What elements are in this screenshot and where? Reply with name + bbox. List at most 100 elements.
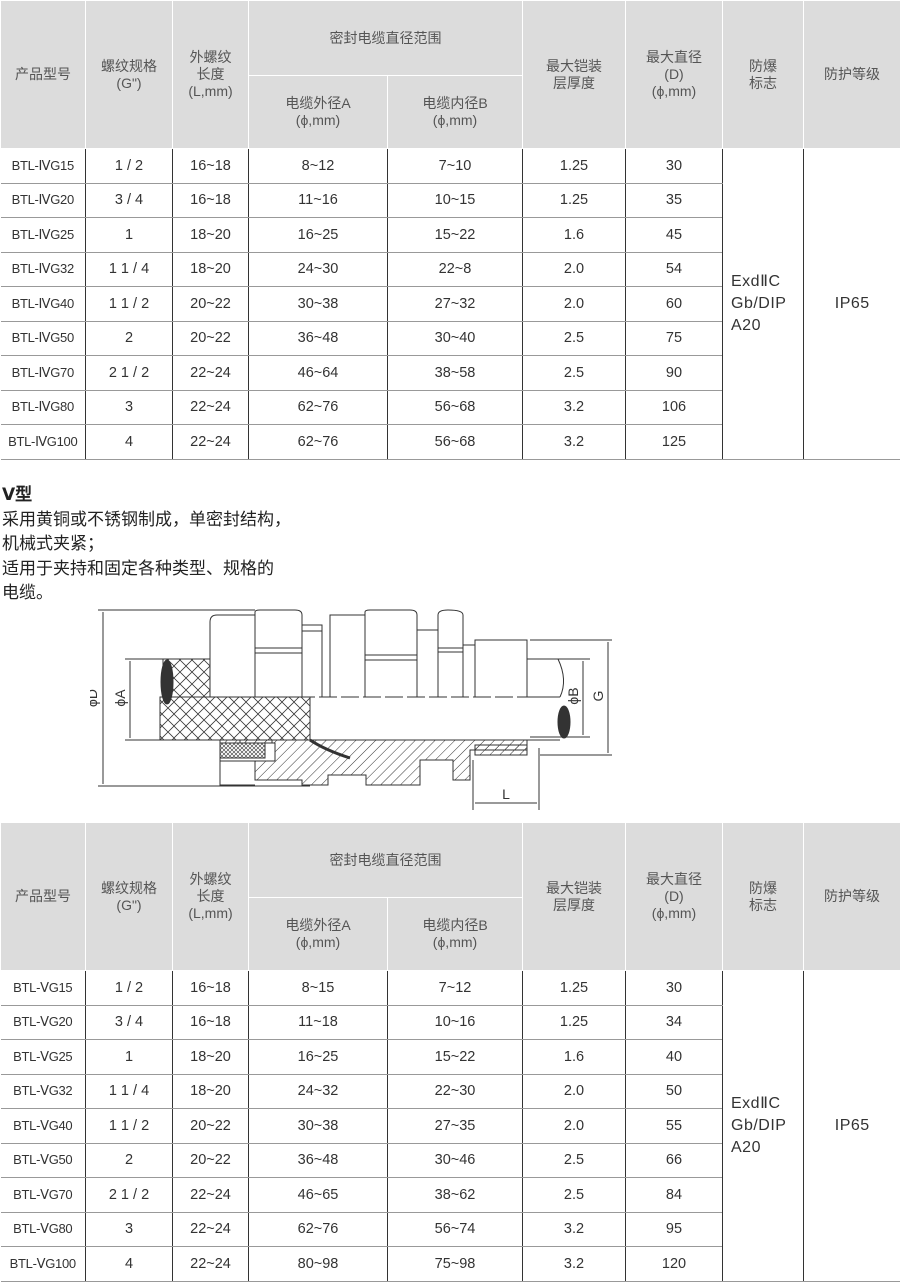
cell-model: BTL-ⅣG32 [0,252,86,287]
cell-thread-spec: 1 [85,217,173,253]
description-line: 机械式夹紧； [2,534,104,553]
header-inner-diameter: 电缆内径B(ϕ,mm) [387,75,523,149]
cell-outer-diameter: 11~18 [248,1005,388,1040]
cell-armor-thickness: 2.0 [522,286,626,322]
cell-inner-diameter: 75~98 [387,1246,523,1282]
cell-thread-spec: 2 [85,321,173,356]
cell-model: BTL-ⅤG100 [0,1246,86,1282]
header-max-diameter: 最大直径(D)(ϕ,mm) [625,822,723,971]
cell-inner-diameter: 15~22 [387,217,523,253]
cell-armor-thickness: 3.2 [522,424,626,460]
cell-armor-thickness: 2.5 [522,355,626,391]
cell-model: BTL-ⅣG80 [0,390,86,425]
cell-outer-diameter: 46~65 [248,1177,388,1213]
cell-max-diameter: 50 [625,1074,723,1109]
header-outer-diameter: 电缆外径A(ϕ,mm) [248,75,388,149]
cell-outer-diameter: 80~98 [248,1246,388,1282]
description-line: 适用于夹持和固定各种类型、规格的 [2,558,274,578]
header-inner-diameter: 电缆内径B(ϕ,mm) [387,897,523,971]
cell-model: BTL-ⅤG80 [0,1212,86,1247]
cell-thread-spec: 2 1 / 2 [85,1177,173,1213]
cell-outer-diameter: 30~38 [248,286,388,322]
cell-max-diameter: 30 [625,970,723,1006]
cell-model: BTL-ⅣG100 [0,424,86,460]
type-v-description: Ⅴ型 采用黄铜或不锈钢制成，单密封结构， 机械式夹紧； 适用于夹持和固定各种类型… [2,483,291,606]
cell-thread-spec: 2 1 / 2 [85,355,173,391]
cell-outer-diameter: 8~15 [248,970,388,1006]
dim-label-d: ϕD [90,689,100,707]
cell-armor-thickness: 2.0 [522,252,626,287]
description-line: 采用黄铜或不锈钢制成，单密封结构， [2,509,291,529]
header-ip-rating: 防护等级 [803,0,900,149]
cell-max-diameter: 95 [625,1212,723,1247]
cell-max-diameter: 34 [625,1005,723,1040]
cell-inner-diameter: 15~22 [387,1039,523,1075]
header-model: 产品型号 [0,822,86,971]
cell-thread-spec: 1 / 2 [85,970,173,1006]
cell-armor-thickness: 1.25 [522,183,626,218]
description-line: 电缆。 [2,583,53,602]
cell-thread-length: 20~22 [172,321,249,356]
cell-max-diameter: 66 [625,1143,723,1178]
cell-model: BTL-ⅤG25 [0,1039,86,1075]
header-seal-range: 密封电缆直径范围 [248,0,523,76]
cell-thread-length: 18~20 [172,252,249,287]
cell-max-diameter: 30 [625,148,723,184]
cable-gland-drawing: ϕD ϕA ϕB G L [90,609,612,810]
cell-armor-thickness: 1.6 [522,1039,626,1075]
cell-inner-diameter: 27~35 [387,1108,523,1144]
cell-thread-length: 20~22 [172,1143,249,1178]
spec-table-type-v: 产品型号 螺纹规格(G") 外螺纹长度(L,mm) 密封电缆直径范围 最大铠装层… [0,822,900,1282]
cell-ip-rating: IP65 [803,148,900,460]
cell-thread-length: 20~22 [172,286,249,322]
cell-max-diameter: 106 [625,390,723,425]
dim-label-b: ϕB [565,687,581,704]
cell-armor-thickness: 1.25 [522,1005,626,1040]
cell-outer-diameter: 8~12 [248,148,388,184]
cell-max-diameter: 84 [625,1177,723,1213]
header-ex-mark: 防爆标志 [722,822,804,971]
cell-armor-thickness: 1.25 [522,148,626,184]
cell-inner-diameter: 30~46 [387,1143,523,1178]
cell-thread-length: 22~24 [172,1212,249,1247]
cell-armor-thickness: 1.25 [522,970,626,1006]
cell-inner-diameter: 56~68 [387,424,523,460]
cell-max-diameter: 55 [625,1108,723,1144]
cell-thread-length: 16~18 [172,148,249,184]
cell-max-diameter: 54 [625,252,723,287]
dim-label-l: L [502,786,510,802]
gland-body-section [219,738,528,786]
cell-inner-diameter: 10~16 [387,1005,523,1040]
cell-outer-diameter: 24~30 [248,252,388,287]
cell-inner-diameter: 22~30 [387,1074,523,1109]
cell-inner-diameter: 10~15 [387,183,523,218]
cell-inner-diameter: 27~32 [387,286,523,322]
dim-label-a: ϕA [112,689,128,707]
header-max-diameter: 最大直径(D)(ϕ,mm) [625,0,723,149]
header-seal-range: 密封电缆直径范围 [248,822,523,898]
cell-thread-length: 22~24 [172,390,249,425]
cell-thread-spec: 1 / 2 [85,148,173,184]
cable-break-mark [160,659,174,705]
cell-outer-diameter: 16~25 [248,217,388,253]
cell-armor-thickness: 2.5 [522,1143,626,1178]
cell-max-diameter: 75 [625,321,723,356]
cell-inner-diameter: 7~10 [387,148,523,184]
cell-thread-spec: 1 [85,1039,173,1075]
header-ex-mark: 防爆标志 [722,0,804,149]
cell-inner-diameter: 56~68 [387,390,523,425]
cell-thread-spec: 3 / 4 [85,1005,173,1040]
cell-model: BTL-ⅣG20 [0,183,86,218]
cell-thread-spec: 1 1 / 4 [85,252,173,287]
cell-thread-length: 16~18 [172,970,249,1006]
cell-thread-length: 18~20 [172,1074,249,1109]
